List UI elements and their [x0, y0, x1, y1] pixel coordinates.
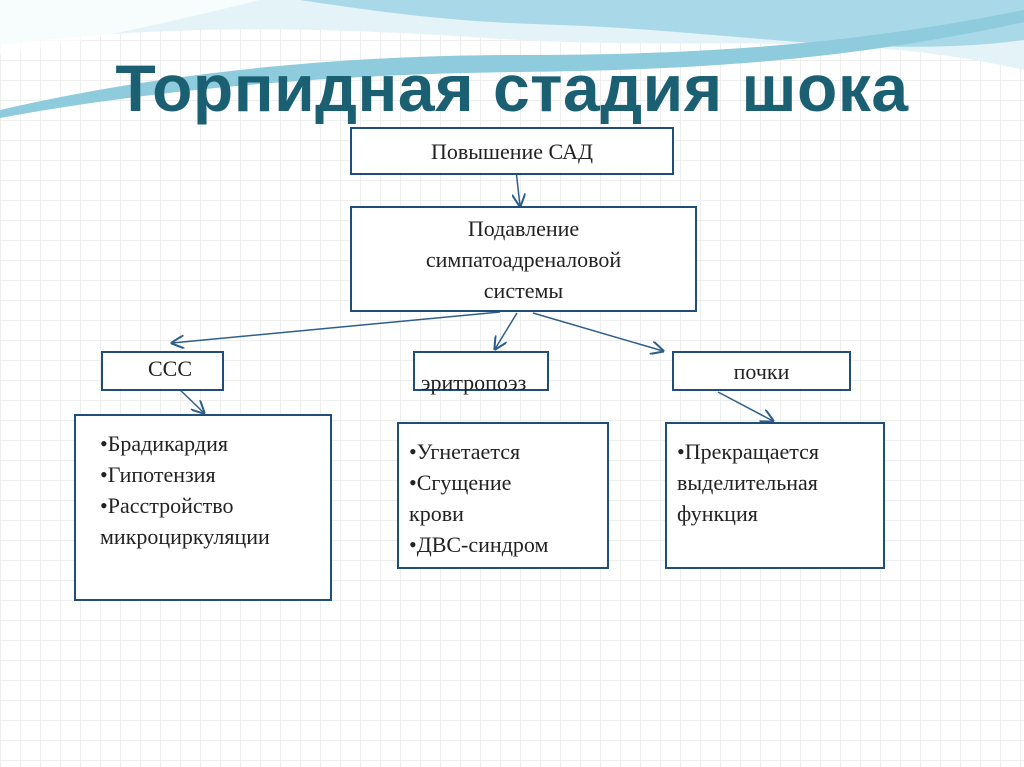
node-sad-increase: Повышение САД	[350, 127, 674, 175]
node-ccc-label: ССС	[148, 356, 193, 381]
details-ccc-item: •Гипотензия	[100, 462, 216, 487]
details-kidneys-item: функция	[677, 501, 758, 526]
node-sympathoadrenal-line: Подавление	[467, 215, 580, 241]
node-ccc: ССС	[101, 351, 224, 391]
node-sympathoadrenal-line: симпатоадреналовой	[425, 246, 622, 272]
details-erythropoiesis-item: крови	[409, 501, 464, 526]
details-ccc: •Брадикардия •Гипотензия •Расстройство м…	[74, 414, 332, 601]
details-ccc-item: микроциркуляции	[100, 524, 270, 549]
details-erythropoiesis-item: •ДВС-синдром	[409, 532, 549, 557]
decorative-wave	[0, 0, 1024, 118]
details-ccc-item: •Брадикардия	[100, 431, 228, 456]
details-kidneys: •Прекращается выделительная функция	[665, 422, 885, 569]
node-kidneys: почки	[672, 351, 851, 391]
node-erythropoiesis-label: эритропоэз	[421, 370, 527, 395]
page-title: Торпидная стадия шока	[115, 51, 909, 125]
details-erythropoiesis: •Угнетается •Сгущение крови •ДВС-синдром	[397, 422, 609, 569]
arrow-middle-to-erythro	[495, 312, 518, 349]
node-kidneys-label: почки	[733, 358, 790, 384]
details-erythropoiesis-item: •Угнетается	[409, 439, 521, 464]
node-erythropoiesis: эритропоэз	[413, 351, 549, 395]
details-ccc-item: •Расстройство	[100, 493, 234, 518]
arrow-kidneys-to-details	[717, 391, 773, 421]
node-sympathoadrenal-line: системы	[483, 277, 564, 303]
details-kidneys-item: выделительная	[677, 470, 818, 495]
node-sympathoadrenal: Подавление симпатоадреналовой системы	[350, 206, 697, 312]
arrow-middle-to-ccc	[172, 311, 501, 343]
node-sad-increase-label: Повышение САД	[430, 138, 594, 164]
arrow-top-to-middle	[516, 169, 520, 206]
arrow-middle-to-kidneys	[532, 312, 663, 351]
details-kidneys-item: •Прекращается	[677, 439, 820, 464]
details-erythropoiesis-item: •Сгущение	[409, 470, 512, 495]
